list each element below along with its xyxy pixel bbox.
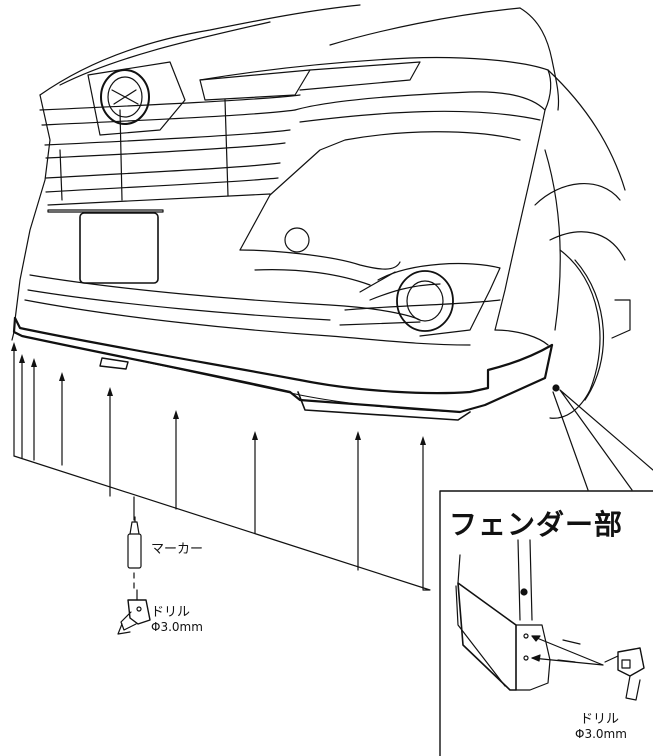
- marker-arrows: [11, 342, 431, 591]
- drill-spec-main: Φ3.0mm: [151, 620, 203, 634]
- marker-label: マーカー: [151, 542, 204, 557]
- drill-spec-detail: Φ3.0mm: [575, 727, 627, 741]
- fender-section-title: フェンダー部: [449, 508, 624, 541]
- drill-label-detail: ドリル: [580, 712, 620, 727]
- wheel-fender: [534, 69, 631, 419]
- marker-pen-icon: [127, 496, 142, 589]
- drill-label-main: ドリル: [151, 605, 191, 620]
- fender-detail-box: [439, 490, 653, 756]
- car-front-illustration: [14, 4, 560, 346]
- front-lip-spoiler: [11, 316, 554, 421]
- drill-icon: [117, 589, 151, 635]
- fog-lamp: [339, 262, 501, 337]
- detail-callout-line: [552, 389, 653, 491]
